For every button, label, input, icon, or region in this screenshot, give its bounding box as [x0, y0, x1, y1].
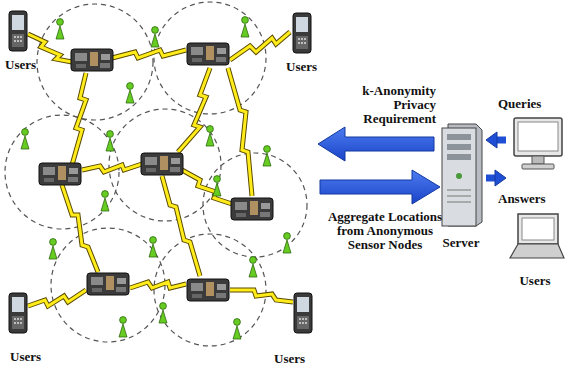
node-text: Server — [443, 235, 480, 250]
user-label: Users — [5, 58, 36, 72]
edge-label: Answers — [497, 192, 547, 206]
edge-label: Queries — [497, 97, 542, 111]
arrow-label: k-Anonymity Privacy Requirement — [336, 84, 436, 126]
user-label: Users — [274, 352, 305, 366]
user-label: Users — [286, 60, 317, 74]
node-text: Users — [519, 273, 550, 288]
server-node: Server — [436, 118, 486, 250]
flow-arrow — [486, 132, 506, 148]
arrow-label: Aggregate Locations from Anonymous Senso… — [326, 210, 444, 252]
user-label: Users — [10, 350, 41, 364]
flow-arrow — [486, 170, 506, 186]
